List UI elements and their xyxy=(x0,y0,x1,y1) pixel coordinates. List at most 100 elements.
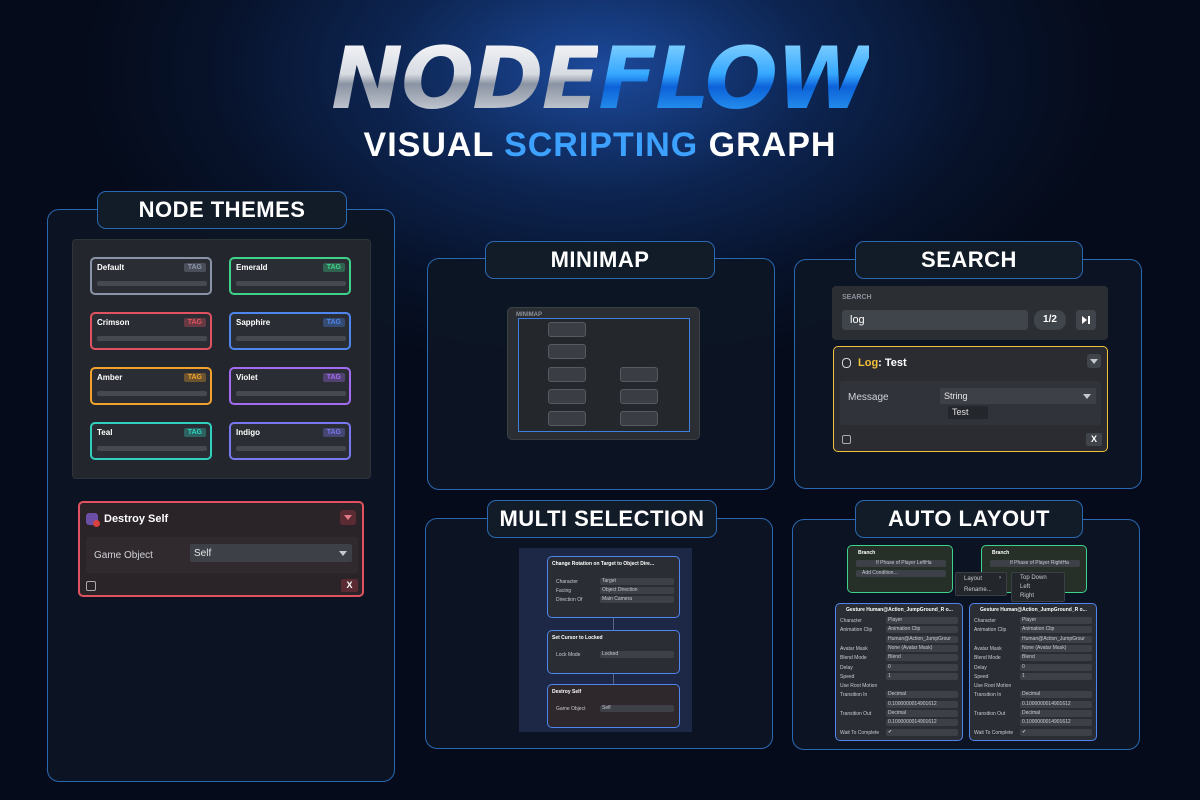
theme-tag: TAG xyxy=(322,428,345,437)
row-field[interactable]: 0 xyxy=(1020,663,1092,671)
row-field[interactable]: None (Avatar Mask) xyxy=(886,644,958,652)
gesture-node-2[interactable]: Gesture Human@Action_JumpGround_R o... C… xyxy=(969,603,1097,741)
destroy-self-icon xyxy=(86,513,100,527)
row-field[interactable]: ✔ xyxy=(886,728,958,736)
row-field[interactable]: Locked xyxy=(600,651,674,658)
row-field[interactable]: Target xyxy=(600,578,674,585)
row-label: Delay xyxy=(974,664,987,671)
row-field[interactable]: Decimal xyxy=(886,691,958,699)
row-field[interactable]: 1 xyxy=(886,672,958,680)
destroy-self-node[interactable]: Destroy Self Game Object Self X xyxy=(78,501,364,597)
copy-icon[interactable] xyxy=(86,581,96,591)
row-field[interactable]: None (Avatar Mask) xyxy=(1020,644,1092,652)
search-bar: SEARCH log 1/2 xyxy=(832,286,1108,340)
theme-name: Teal xyxy=(97,428,113,437)
set-cursor-node[interactable]: Set Cursor to Locked Lock Mode Locked xyxy=(547,630,680,674)
row-field[interactable]: 0.1000000014901612 xyxy=(886,700,958,708)
row-field[interactable]: ✔ xyxy=(1020,728,1092,736)
type-dropdown[interactable]: String xyxy=(940,388,1096,404)
theme-bar xyxy=(236,281,346,286)
minimap-widget[interactable]: MINIMAP xyxy=(507,307,700,440)
field-label: Game Object xyxy=(94,550,153,561)
close-button[interactable]: X xyxy=(1086,433,1102,446)
row-label: Speed xyxy=(840,673,855,680)
search-input[interactable]: log xyxy=(842,310,1028,330)
row-field[interactable]: Human@Action_JumpGrour xyxy=(1020,635,1092,643)
row-field[interactable]: 0 xyxy=(886,663,958,671)
row-field[interactable]: Object Direction xyxy=(600,587,674,594)
change-rotation-node[interactable]: Change Rotation on Target to Object Dire… xyxy=(547,556,680,618)
row-label: Transition Out xyxy=(840,711,872,717)
game-object-dropdown[interactable]: Self xyxy=(190,544,352,562)
field-label: Message xyxy=(848,392,889,403)
row-field[interactable]: Animation Clip xyxy=(1020,626,1092,634)
minimap-node xyxy=(548,322,586,337)
copy-icon[interactable] xyxy=(842,435,851,444)
row-field[interactable]: Human@Action_JumpGrour xyxy=(886,635,958,643)
row-field[interactable]: 0.1000000014901612 xyxy=(886,719,958,727)
menu-item-left[interactable]: Left xyxy=(1020,584,1031,590)
theme-name: Default xyxy=(97,263,125,272)
theme-card-default[interactable]: Default TAG xyxy=(90,257,212,295)
node-title: Destroy Self xyxy=(552,689,582,695)
layout-submenu: Top Down Left Right xyxy=(1011,572,1065,602)
node-title: Set Cursor to Locked xyxy=(552,635,603,641)
message-input[interactable]: Test xyxy=(948,406,988,419)
auto-layout-canvas[interactable]: Branch If Phase of Player LeftHa Add Con… xyxy=(833,545,1103,743)
theme-tag: TAG xyxy=(322,263,345,272)
minimap-node xyxy=(620,367,658,382)
row-label: Character xyxy=(556,579,578,585)
row-field[interactable]: Main Camera xyxy=(600,596,674,603)
branch-node-1[interactable]: Branch If Phase of Player LeftHa Add Con… xyxy=(847,545,953,593)
theme-bar xyxy=(236,446,346,451)
row-field[interactable]: Player xyxy=(886,617,958,624)
row-label: Blend Mode xyxy=(974,655,1001,662)
row-field[interactable]: Blend xyxy=(1020,654,1092,662)
collapse-button[interactable] xyxy=(1087,354,1101,368)
row-field[interactable]: Decimal xyxy=(1020,691,1092,699)
row-field[interactable]: Animation Clip xyxy=(886,626,958,634)
row-label: Lock Mode xyxy=(556,652,581,658)
menu-item-layout[interactable]: Layout xyxy=(964,576,983,582)
graph-canvas[interactable]: Change Rotation on Target to Object Dire… xyxy=(519,548,692,732)
row-label: Avatar Mask xyxy=(974,645,1002,652)
minimap-viewport[interactable] xyxy=(518,318,690,432)
search-title: SEARCH xyxy=(855,241,1083,279)
row-label: Transition In xyxy=(974,692,1002,699)
row-field[interactable]: 1 xyxy=(1020,672,1092,680)
next-result-button[interactable] xyxy=(1076,310,1096,330)
menu-item-right[interactable]: Right xyxy=(1020,593,1035,599)
bug-icon xyxy=(842,358,851,368)
chevron-down-icon xyxy=(1083,394,1091,399)
collapse-button[interactable] xyxy=(340,510,356,525)
row-label: Avatar Mask xyxy=(840,645,868,652)
theme-bar xyxy=(97,281,207,286)
skip-next-icon xyxy=(1082,316,1087,324)
minimap-node xyxy=(620,389,658,404)
theme-tag: TAG xyxy=(183,263,206,272)
row-label: Animation Clip xyxy=(840,627,873,634)
row-field[interactable]: Decimal xyxy=(886,710,958,717)
row-field[interactable]: Self xyxy=(600,705,674,712)
chevron-down-icon xyxy=(1090,358,1098,364)
close-button[interactable]: X xyxy=(341,579,358,592)
menu-item-rename[interactable]: Rename... xyxy=(964,587,992,593)
gesture-node-1[interactable]: Gesture Human@Action_JumpGround_R o... C… xyxy=(835,603,963,741)
row-field[interactable]: 0.1000000014901612 xyxy=(1020,700,1092,708)
menu-item-top-down[interactable]: Top Down xyxy=(1020,575,1047,581)
row-field[interactable]: Player xyxy=(1020,617,1092,624)
log-test-node[interactable]: Log: Test Message String Test X xyxy=(833,346,1108,452)
row-field[interactable]: 0.1000000014901612 xyxy=(1020,719,1092,727)
row-label: Direction Of xyxy=(556,597,583,603)
row-field[interactable]: Decimal xyxy=(1020,710,1092,717)
row-field[interactable]: Blend xyxy=(886,654,958,662)
theme-bar xyxy=(97,336,207,341)
